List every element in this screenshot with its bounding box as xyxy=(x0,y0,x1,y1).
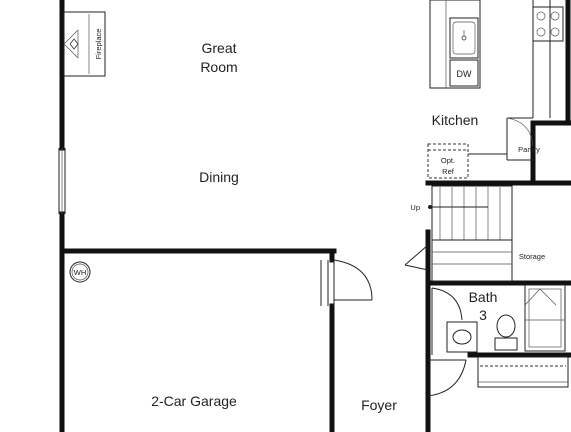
burner-icon xyxy=(536,11,546,21)
fireplace: Fireplace xyxy=(63,11,106,77)
pantry-label: Pantry xyxy=(518,145,540,154)
water-heater-label: WH xyxy=(74,268,87,277)
stair-start-dot xyxy=(428,205,432,209)
bath-sink-icon xyxy=(452,329,472,345)
shower xyxy=(524,284,566,352)
kitchen-label: Kitchen xyxy=(432,112,479,128)
foyer-door xyxy=(427,359,467,397)
dining-label: Dining xyxy=(199,169,239,185)
kitchen-counter xyxy=(532,0,564,118)
great-room-label-line2: Room xyxy=(200,59,237,75)
stair-closet-door xyxy=(404,244,429,271)
dining-window xyxy=(58,148,66,214)
closet-shelf xyxy=(477,356,569,388)
cooktop xyxy=(532,6,564,42)
toilet-tank xyxy=(494,337,518,351)
kitchen-sink xyxy=(449,17,479,59)
opt-ref-label-line2: Ref xyxy=(442,167,455,176)
burner-icon xyxy=(550,11,560,21)
toilet-icon xyxy=(496,314,516,338)
water-heater: WH xyxy=(69,261,91,283)
burner-icon xyxy=(550,27,560,37)
dishwasher-label: DW xyxy=(457,69,472,79)
opt-ref-label: Opt. xyxy=(441,156,455,165)
foyer-label: Foyer xyxy=(361,397,397,413)
optional-refrigerator: Opt. Ref xyxy=(427,143,469,179)
staircase: Up Storage xyxy=(410,185,545,282)
pantry: Pantry xyxy=(506,117,540,161)
stairs-up-label: Up xyxy=(410,203,420,212)
storage-label: Storage xyxy=(519,252,545,261)
garage-entry-door xyxy=(320,259,373,306)
bath-3-fixtures xyxy=(431,284,566,355)
sink-faucet-icon xyxy=(461,35,467,41)
burner-icon xyxy=(536,27,546,37)
bath-label: Bath xyxy=(469,289,498,305)
fireplace-label: Fireplace xyxy=(94,29,103,60)
fireplace-icon xyxy=(69,38,79,50)
dishwasher xyxy=(449,59,479,87)
kitchen-island: DW xyxy=(429,0,481,89)
garage-label: 2-Car Garage xyxy=(151,393,237,409)
bath-label-line2: 3 xyxy=(479,307,487,323)
exterior-walls xyxy=(59,0,571,432)
great-room-label: Great xyxy=(201,40,236,56)
bath-vanity xyxy=(446,321,478,353)
